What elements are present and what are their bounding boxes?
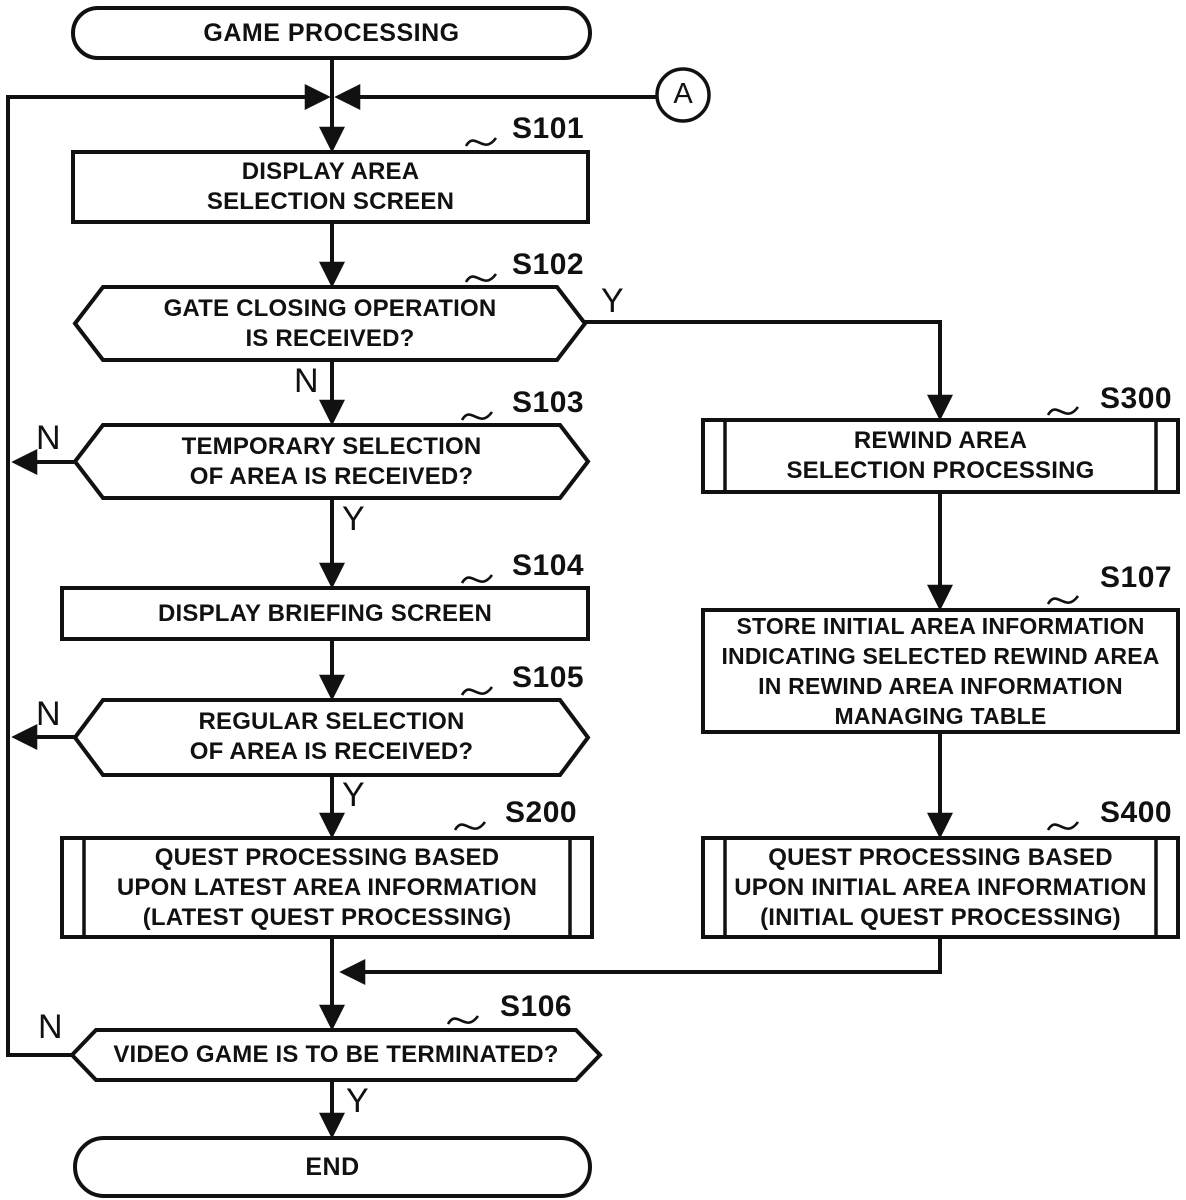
step-label-s101: S101 — [512, 112, 585, 145]
node-line: SELECTION SCREEN — [206, 188, 455, 215]
s103-text: TEMPORARY SELECTION OF AREA IS RECEIVED? — [103, 425, 560, 498]
s106-decision-shape — [69, 1028, 603, 1082]
s400-label-squiggle — [1046, 821, 1080, 831]
node-line: GAME PROCESSING — [203, 19, 460, 47]
s104-process-shape — [60, 586, 590, 641]
end-terminal-label: END — [75, 1138, 590, 1196]
step-label-s300: S300 — [1100, 382, 1173, 415]
s105-decision-shape — [72, 698, 591, 777]
branch-label-s102-no: N — [294, 362, 319, 400]
connector-a-label: A — [673, 78, 693, 110]
s107-text: STORE INITIAL AREA INFORMATION INDICATIN… — [703, 610, 1178, 732]
node-line: REGULAR SELECTION — [198, 707, 465, 735]
s400-subroutine-shape — [701, 836, 1180, 939]
node-line: IS RECEIVED? — [245, 324, 415, 352]
step-label-s400: S400 — [1100, 796, 1173, 829]
s103-decision-shape — [72, 423, 591, 500]
s300-subroutine-shape — [701, 418, 1180, 494]
start-terminal-label: GAME PROCESSING — [73, 8, 590, 58]
start-terminal-shape — [71, 6, 592, 60]
node-line: VIDEO GAME IS TO BE TERMINATED? — [113, 1041, 559, 1068]
s200-label-squiggle — [453, 821, 487, 831]
branch-label-s103-no: N — [36, 419, 61, 457]
s105-label-squiggle — [460, 686, 494, 696]
node-line: GATE CLOSING OPERATION — [163, 294, 497, 322]
s300-text: REWIND AREA SELECTION PROCESSING — [725, 420, 1156, 492]
step-label-s106: S106 — [500, 990, 573, 1023]
node-line: UPON INITIAL AREA INFORMATION — [734, 873, 1147, 901]
connector-a-circle — [655, 67, 711, 123]
node-line: REWIND AREA — [853, 427, 1028, 454]
node-line: UPON LATEST AREA INFORMATION — [116, 873, 538, 901]
node-line: IN REWIND AREA INFORMATION — [758, 673, 1123, 699]
s200-text: QUEST PROCESSING BASED UPON LATEST AREA … — [84, 838, 570, 937]
step-label-s103: S103 — [512, 386, 585, 419]
s400-text: QUEST PROCESSING BASED UPON INITIAL AREA… — [725, 838, 1156, 937]
s103-label-squiggle — [460, 411, 494, 421]
s106-label-squiggle — [446, 1015, 480, 1025]
s101-label-squiggle — [464, 137, 498, 147]
branch-label-s105-yes: Y — [342, 776, 365, 814]
s102-text: GATE CLOSING OPERATION IS RECEIVED? — [103, 287, 557, 360]
node-line: DISPLAY AREA — [241, 158, 420, 185]
branch-label-s103-yes: Y — [342, 500, 365, 538]
edge-no-loop-bus — [6, 84, 331, 1057]
branch-label-s105-no: N — [36, 695, 61, 733]
node-line: (LATEST QUEST PROCESSING) — [142, 903, 512, 931]
s107-label-squiggle — [1046, 595, 1080, 605]
node-line: QUEST PROCESSING BASED — [154, 843, 500, 871]
step-label-s102: S102 — [512, 248, 585, 281]
step-label-s107: S107 — [1100, 561, 1173, 594]
edge-s102-yes-to-s300 — [585, 320, 953, 421]
s101-process-shape — [71, 150, 590, 224]
branch-label-s102-yes: Y — [601, 282, 624, 320]
s200-subroutine-shape — [60, 836, 594, 939]
node-line: MANAGING TABLE — [834, 703, 1047, 729]
node-line: TEMPORARY SELECTION — [181, 432, 482, 460]
step-label-s105: S105 — [512, 661, 585, 694]
s105-text: REGULAR SELECTION OF AREA IS RECEIVED? — [103, 700, 560, 773]
node-line: STORE INITIAL AREA INFORMATION — [736, 613, 1145, 639]
edge-s400-merge — [339, 937, 942, 985]
branch-label-s106-yes: Y — [346, 1082, 369, 1120]
branch-label-s106-no: N — [38, 1008, 63, 1046]
s106-text: VIDEO GAME IS TO BE TERMINATED? — [96, 1030, 576, 1080]
s101-text: DISPLAY AREA SELECTION SCREEN — [73, 152, 588, 222]
step-label-s200: S200 — [505, 796, 578, 829]
s300-subroutine-bars — [723, 420, 1158, 492]
node-line: (INITIAL QUEST PROCESSING) — [760, 903, 1121, 931]
node-line: DISPLAY BRIEFING SCREEN — [157, 599, 492, 627]
s102-label-squiggle — [464, 273, 498, 283]
s104-text: DISPLAY BRIEFING SCREEN — [62, 588, 588, 639]
step-label-s104: S104 — [512, 549, 585, 582]
s104-label-squiggle — [460, 574, 494, 584]
s400-subroutine-bars — [723, 838, 1158, 937]
node-line: OF AREA IS RECEIVED? — [189, 737, 474, 765]
s200-subroutine-bars — [82, 838, 572, 937]
s300-label-squiggle — [1046, 406, 1080, 416]
s107-process-shape — [701, 608, 1180, 734]
node-line: OF AREA IS RECEIVED? — [189, 462, 474, 490]
s102-decision-shape — [72, 285, 588, 362]
end-terminal-shape — [73, 1136, 592, 1198]
node-line: QUEST PROCESSING BASED — [768, 843, 1113, 871]
node-line: INDICATING SELECTED REWIND AREA — [721, 643, 1160, 669]
node-line: SELECTION PROCESSING — [786, 457, 1095, 484]
node-line: END — [305, 1153, 360, 1181]
